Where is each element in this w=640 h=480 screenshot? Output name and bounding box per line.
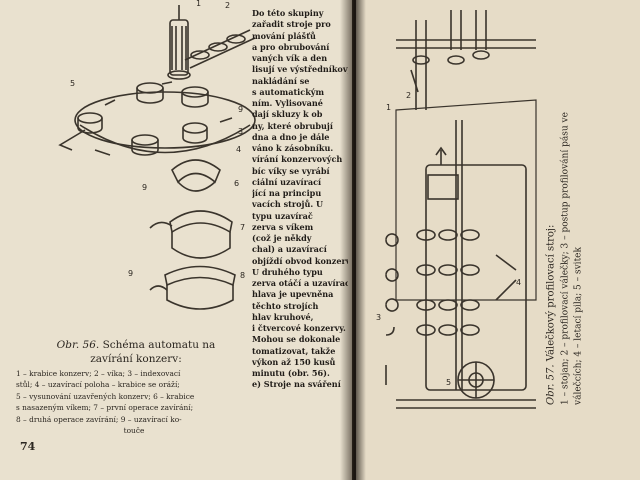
- body-line: mování plášťů: [252, 30, 316, 41]
- body-line: váno k zásobníku.: [252, 143, 334, 153]
- body-line: e) Stroje na sváření: [252, 379, 341, 390]
- fig56-number-3: 3: [238, 127, 243, 136]
- body-line: (což je někdy: [252, 233, 312, 243]
- figure-57-drawing: 1 2 3 4 5: [376, 10, 537, 409]
- fig56-number-9a: 9: [238, 105, 243, 114]
- body-line: dají skluzy k ob: [252, 109, 323, 120]
- figure-57-legend: 1 – stojan; 2 – profilovací válečky; 3 –…: [560, 112, 584, 405]
- fig56-number-7: 7: [240, 223, 245, 232]
- body-line: hlava je upevněna: [252, 289, 334, 300]
- body-line: lisují ve výstředníkových: [252, 64, 348, 75]
- body-line: vacích strojů. U: [252, 199, 324, 210]
- fig56-number-6: 6: [234, 179, 239, 188]
- body-line: Mohou se dokonale: [252, 334, 341, 345]
- fig56-number-1: 1: [196, 0, 201, 8]
- fig57-number-4: 4: [516, 278, 521, 287]
- body-line: jící na principu: [252, 188, 322, 198]
- figure-57-title: Válečkový profilovací stroj:: [545, 224, 557, 362]
- body-line: objíždí obvod konzervy.: [252, 255, 348, 266]
- legend-line: 5 – vysunování uzavřených konzerv; 6 – k…: [16, 391, 195, 401]
- left-page: 1 2 3 4 5 6 7 8 9 9 9 Obr. 56. Schéma au…: [0, 0, 352, 480]
- legend-line: 8 – druhá operace zavírání; 9 – uzavírac…: [16, 414, 182, 424]
- legend-line: s nasazeným víkem; 7 – první operace zav…: [16, 403, 194, 413]
- body-line: a pro obrubování: [252, 41, 330, 52]
- figure-57-caption: Obr. 57. Válečkový profilovací stroj: 1 …: [545, 65, 586, 405]
- fig57-number-3: 3: [376, 313, 381, 322]
- figure-57-label: Obr. 57.: [545, 364, 557, 405]
- fig56-number-8: 8: [240, 271, 245, 280]
- body-text-column: Do této skupiny zařadit stroje pro mován…: [252, 8, 348, 391]
- body-line: minutu (obr. 56).: [252, 368, 330, 378]
- fig56-number-9c: 9: [128, 269, 133, 278]
- body-line: ciální uzavírací: [252, 176, 322, 187]
- body-line: bíc víky se vyrábí: [252, 165, 330, 176]
- body-line: hlav kruhové,: [252, 311, 314, 322]
- body-line: s automatickým: [252, 86, 325, 97]
- body-line: Do této skupiny: [252, 8, 324, 18]
- body-line: nakládání se: [252, 75, 310, 86]
- body-line: vaných vík a den: [252, 53, 328, 63]
- fig56-number-9b: 9: [142, 183, 147, 192]
- fig56-number-5: 5: [70, 79, 75, 88]
- fig57-number-2: 2: [406, 91, 411, 100]
- book-gutter: [340, 0, 366, 480]
- body-line: tomatizovat, takže: [252, 345, 336, 356]
- body-line: zařadit stroje pro: [252, 19, 331, 30]
- body-line: i čtvercové konzervy.: [252, 323, 346, 333]
- body-line: výkon až 150 kusů: [252, 356, 336, 367]
- figure-56-title: Schéma automatu na zavírání konzerv:: [90, 339, 216, 366]
- body-line: U druhého typu: [252, 266, 323, 277]
- body-line: těchto strojích: [252, 300, 319, 311]
- page-number-left: 74: [20, 440, 36, 453]
- body-line: zerva s víkem: [252, 221, 314, 232]
- figure-56-caption: Obr. 56. Schéma automatu na zavírání kon…: [36, 338, 236, 366]
- fig57-number-5: 5: [446, 378, 451, 387]
- body-line: zerva otáčí a uzavírací: [252, 278, 348, 288]
- body-line: dna a dno je dále: [252, 131, 330, 142]
- fig56-number-2: 2: [225, 1, 230, 10]
- fig57-number-1: 1: [386, 103, 391, 112]
- legend-line: touče: [123, 426, 145, 436]
- legend-line: 1 – krabice konzerv; 2 – víka; 3 – index…: [16, 369, 181, 378]
- fig56-number-4: 4: [236, 145, 241, 154]
- body-line: typu uzavírač: [252, 210, 313, 221]
- figure-56-label: Obr. 56.: [56, 339, 100, 351]
- body-line: chal) a uzavírací: [252, 244, 327, 255]
- body-line: vírání konzervových: [252, 154, 343, 165]
- figure-56-drawing: 1 2 3 4 5 6 7 8 9 9 9: [58, 0, 256, 310]
- right-page: 1 2 3 4 5 7: [356, 0, 640, 480]
- legend-line: stůl; 4 – uzavírací poloha – krabice se …: [16, 380, 180, 390]
- body-line: ny, které obrubují: [252, 120, 333, 131]
- figure-56-legend: 1 – krabice konzerv; 2 – víka; 3 – index…: [16, 368, 252, 437]
- body-line: ním. Vylisované: [252, 98, 323, 108]
